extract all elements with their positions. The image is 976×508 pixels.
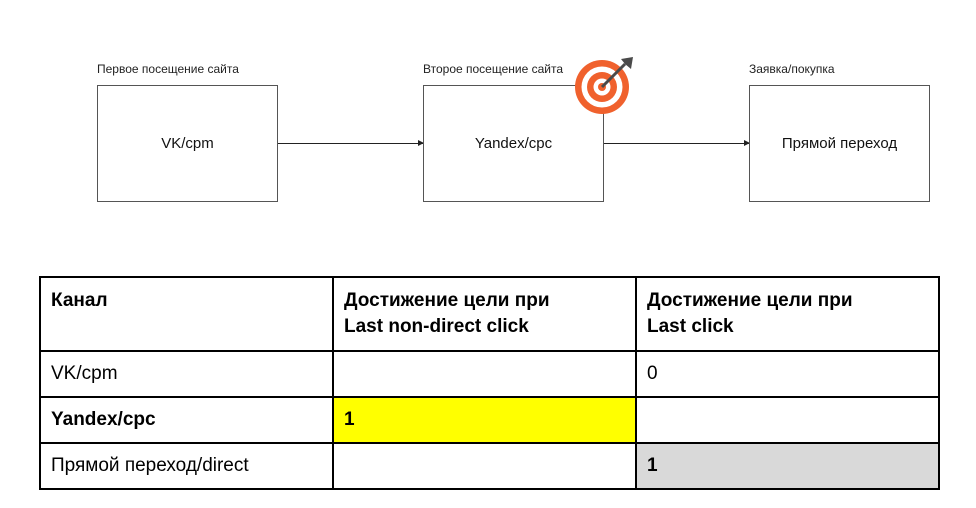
cell-lndc bbox=[332, 350, 637, 398]
step-1-label: Первое посещение сайта bbox=[97, 62, 239, 76]
table-row: Yandex/cpc 1 bbox=[39, 396, 940, 444]
step-1-text: VK/cpm bbox=[161, 135, 214, 152]
arrow-2 bbox=[604, 140, 750, 146]
table-row: Прямой переход/direct 1 bbox=[39, 442, 940, 490]
step-1-box: VK/cpm bbox=[97, 85, 278, 202]
step-3-box: Прямой переход bbox=[749, 85, 930, 202]
cell-lc bbox=[635, 396, 940, 444]
step-2-box: Yandex/cpc bbox=[423, 85, 604, 202]
cell-channel: Yandex/cpc bbox=[39, 396, 334, 444]
header-last-non-direct-click: Достижение цели при Last non-direct clic… bbox=[332, 276, 637, 352]
table-row: VK/cpm 0 bbox=[39, 350, 940, 398]
cell-lndc bbox=[332, 442, 637, 490]
table-header-row: Канал Достижение цели при Last non-direc… bbox=[39, 276, 940, 352]
cell-channel: VK/cpm bbox=[39, 350, 334, 398]
header-lndc-text: Достижение цели при Last non-direct clic… bbox=[344, 290, 550, 337]
attribution-table: Канал Достижение цели при Last non-direc… bbox=[39, 276, 940, 490]
arrow-1 bbox=[278, 140, 424, 146]
step-3-text: Прямой переход bbox=[781, 135, 898, 152]
cell-lc-highlighted: 1 bbox=[635, 442, 940, 490]
cell-lc: 0 bbox=[635, 350, 940, 398]
target-icon bbox=[575, 57, 633, 114]
step-3-label: Заявка/покупка bbox=[749, 62, 835, 76]
header-lc-text: Достижение цели при Last click bbox=[647, 290, 853, 337]
step-2-label: Второе посещение сайта bbox=[423, 62, 564, 76]
step-2-text: Yandex/cpc bbox=[474, 135, 553, 152]
cell-channel: Прямой переход/direct bbox=[39, 442, 334, 490]
header-channel: Канал bbox=[39, 276, 334, 352]
cell-lndc-highlighted: 1 bbox=[332, 396, 637, 444]
header-last-click: Достижение цели при Last click bbox=[635, 276, 940, 352]
